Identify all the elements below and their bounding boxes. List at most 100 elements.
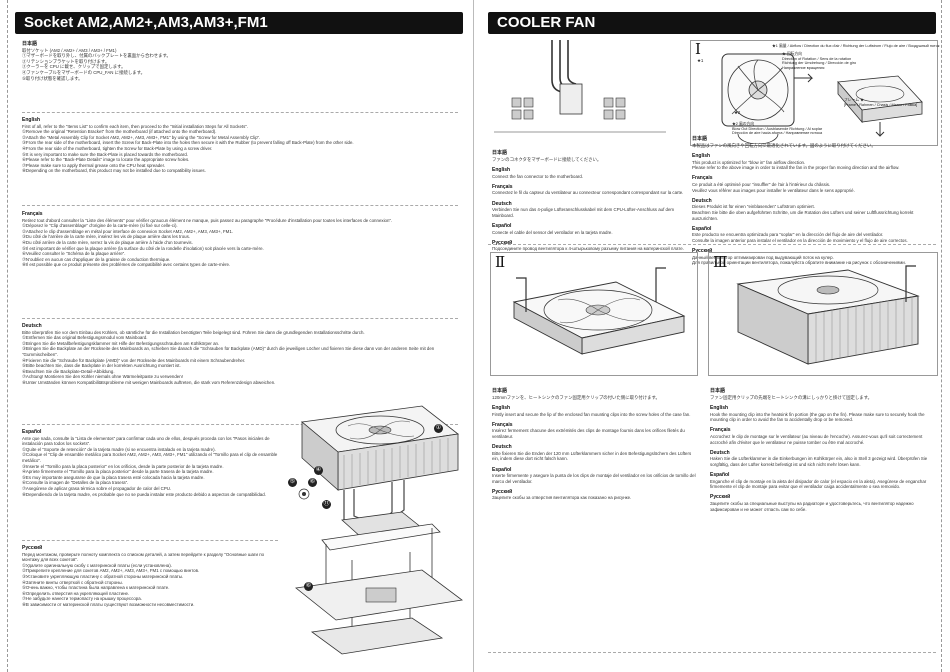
separator: [22, 112, 458, 113]
lang-heading: Deutsch: [710, 449, 730, 456]
instruction-text: ファンのコネクタをマザーボードに接続してください。: [492, 156, 602, 162]
callout-marker: ①: [434, 424, 443, 433]
instruction-text: Insérez fermement chacune des extrémités…: [492, 428, 687, 439]
step-number: Ⅲ: [713, 253, 728, 271]
lang-heading: 日本語: [692, 136, 708, 143]
separator: [488, 652, 936, 653]
instruction-text: Connectez le fil du capteur du ventilate…: [492, 190, 684, 196]
instruction-text: Inserte firmemente y asegure la punta de…: [492, 473, 697, 484]
lang-heading: Deutsch: [22, 323, 42, 329]
lang-heading: Français: [710, 427, 731, 434]
right-page: COOLER FAN Ⅰ ★1 風量 / Airflow / Direction…: [476, 0, 950, 672]
instruction-block-ja: 日本語取付ソケット (AM2 / AM2+ / AM3 / AM3+ / FM1…: [22, 41, 458, 81]
callout-marker: ⑤: [288, 478, 297, 487]
instruction-text: Retirez tout d'abord consulter la "Liste…: [22, 217, 393, 268]
marker-star-2: ★2: [734, 110, 741, 115]
separator: [22, 318, 458, 319]
instruction-text: Ce produit a été optimisé pour "insuffle…: [692, 181, 855, 193]
exploded-assembly-illustration: [295, 405, 463, 655]
airflow-instructions: 日本語本製品はファンの風向きや回転方向に最適化されています。図のように取り付けて…: [692, 126, 936, 271]
instruction-text: Зацепите скобы за отверстия вентилятора …: [492, 495, 632, 501]
lang-heading: Deutsch: [492, 200, 512, 207]
instruction-text: Ante que nada, consulte la "Lista de ele…: [22, 435, 278, 497]
marker-star-1: ★1: [697, 58, 704, 63]
separator: [488, 244, 936, 245]
blowout-label: ★2 風の方向 Blow Out Direction / Ausblasende…: [732, 122, 823, 136]
step-number: Ⅰ: [695, 40, 701, 58]
lang-heading: English: [692, 152, 711, 159]
mounting-clip-illustration: [321, 523, 441, 551]
lang-heading: Français: [492, 183, 513, 190]
lang-heading: Español: [492, 222, 512, 229]
fan-clip-illustration: [512, 267, 686, 355]
lang-heading: 日本語: [710, 388, 726, 395]
separator: [22, 205, 458, 206]
heatsink-hook-instructions: 日本語ファン固定用クリップの先端をヒートシンクの溝にしっかりと掛けて固定します。…: [710, 378, 936, 518]
lang-heading: 日本語: [22, 41, 38, 47]
callout-marker: ④: [314, 466, 323, 475]
lang-heading: Русский: [710, 494, 731, 501]
heatsink-hook-illustration: [736, 265, 920, 365]
instruction-text: Este producto se encuentra optimizado pa…: [692, 232, 908, 243]
lang-heading: Español: [692, 225, 712, 232]
rotation-label: ★ 回転方向 Direction of Rotation / Sens de l…: [782, 52, 857, 70]
instruction-text: This product is optimized for "blow in" …: [692, 159, 900, 171]
lang-heading: Русский: [22, 545, 43, 551]
callout-marker: ⑪: [322, 500, 331, 509]
instruction-text: Перед монтажом, проверьте полноту компле…: [22, 551, 265, 607]
lang-heading: English: [492, 166, 511, 173]
fan-airflow-panel: [690, 40, 938, 146]
lang-heading: English: [492, 404, 511, 411]
lang-heading: Русский: [692, 248, 713, 255]
lang-heading: Deutsch: [692, 197, 712, 204]
page-title: Socket AM2,AM2+,AM3,AM3+,FM1: [15, 12, 463, 34]
fold-line: [7, 0, 8, 672]
instruction-text: Hook the mounting clip into the heatsink…: [710, 411, 926, 423]
lang-heading: Español: [22, 429, 42, 435]
fan-front-illustration: [721, 53, 814, 144]
instruction-text: 取付ソケット (AM2 / AM2+ / AM3 / AM3+ / FM1) ①…: [22, 47, 171, 81]
instruction-text: First of all, refer to the "Items List" …: [22, 123, 354, 174]
instruction-text: Bitte überprüfen Sie vor dem Einbau des …: [22, 329, 435, 385]
instruction-text: 本製品はファンの風向きや回転方向に最適化されています。図のように取り付けてくださ…: [692, 142, 876, 148]
heatsink-fan-illustration: [301, 405, 459, 491]
instruction-text: Connect the fan connector to the motherb…: [492, 173, 584, 179]
lang-heading: Français: [492, 421, 513, 428]
instruction-text: ファン固定用クリップの先端をヒートシンクの溝にしっかりと掛けて固定します。: [710, 394, 873, 400]
lang-heading: Français: [692, 175, 713, 182]
step-number: Ⅱ: [495, 253, 506, 271]
fold-line: [941, 0, 942, 672]
callout-marker: ⑥: [308, 478, 317, 487]
airflow-label: ★1 風量 / Airflow / Direction du flux d'ai…: [772, 44, 940, 48]
instruction-text: Accrochez le clip de montage sur le vent…: [710, 433, 924, 445]
lang-heading: Español: [710, 472, 730, 479]
instruction-text: Verbinden Sie nun das 4-polige Lüfterans…: [492, 207, 676, 218]
lang-heading: Русский: [492, 239, 513, 246]
lang-heading: English: [710, 404, 729, 411]
fan-connector-illustration: [494, 40, 666, 133]
instruction-text: Dieses Produkt ist für einen "einblasend…: [692, 204, 914, 221]
lang-heading: 日本語: [492, 388, 508, 395]
fan-side-illustration: [837, 75, 923, 137]
callout-marker: ⑥: [304, 582, 313, 591]
instruction-text: Enganche el clip de montaje en la aleta …: [710, 478, 928, 490]
instruction-text: Haken Sie die Lüfterklammer in die Einke…: [710, 456, 929, 467]
instruction-text: Firstly insert and secure the lip of the…: [492, 411, 691, 417]
fan-clip-panel: [490, 252, 698, 376]
separator: [22, 540, 278, 541]
lang-heading: Français: [22, 211, 43, 217]
backplate-illustration: [310, 617, 444, 655]
lang-heading: Deutsch: [492, 444, 512, 451]
lang-heading: English: [22, 117, 41, 123]
instruction-text: Bitte fixieren Sie die Enden der 120 mm …: [492, 450, 693, 462]
frame-label: フレーム ★ [Frame / Rahmen / Chasis / Marco …: [844, 98, 918, 107]
instruction-text: Данный вентилятор оптимизирован под выду…: [692, 254, 906, 266]
heatsink-hook-panel: [708, 252, 938, 376]
